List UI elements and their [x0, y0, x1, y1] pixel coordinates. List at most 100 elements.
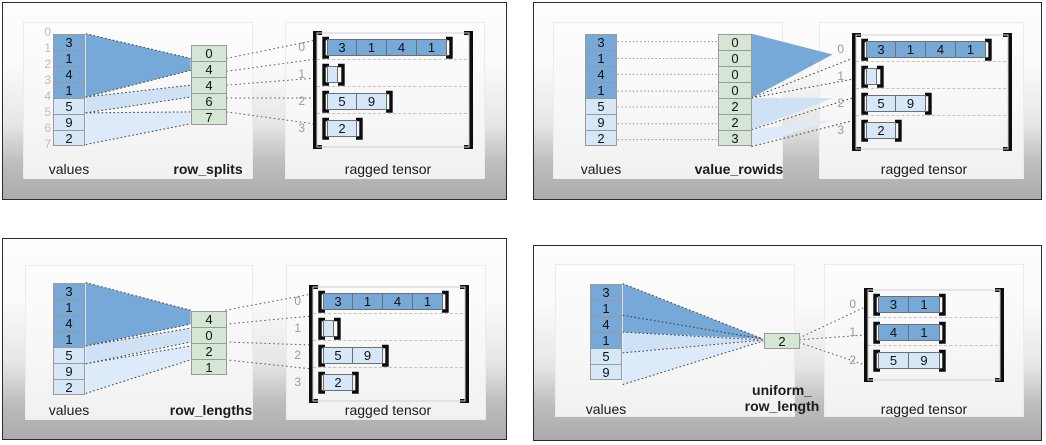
tensor-row-index: 2: [294, 348, 301, 362]
tensor-row-bracket: [861, 38, 992, 61]
tensor-row-bracket: [861, 92, 932, 115]
value-cell: 1: [53, 50, 85, 66]
tensor-empty-cell: [327, 66, 338, 83]
tensor-row: [323, 320, 334, 337]
tensor-row-index: 1: [837, 69, 844, 83]
encoding-cell: 0: [191, 327, 227, 343]
tensor-cell: 5: [878, 352, 909, 369]
tensor-row-bracket: [318, 344, 389, 367]
tensor-cell: 4: [387, 39, 417, 56]
value-cell: 1: [53, 82, 85, 98]
value-cell: 2: [53, 130, 85, 146]
tensor-cell: 1: [413, 293, 443, 310]
encoding-cell: 1: [191, 359, 227, 375]
tensor-row-index: 1: [298, 67, 305, 81]
tensor-row-index: 1: [294, 321, 301, 335]
value-index-2: 2: [44, 57, 51, 71]
tensor-row-bracket: [318, 371, 359, 394]
tensor-row: [866, 68, 877, 85]
tensor-row-bracket: [873, 321, 946, 344]
tensor-row-bracket: [322, 90, 393, 113]
tensor-cell: 9: [357, 93, 387, 110]
tensor-row: 2: [327, 120, 357, 137]
values-label: values: [585, 401, 627, 417]
tensor-cell: 1: [353, 293, 383, 310]
tensor-cell: 1: [896, 41, 926, 58]
tensor-row-bracket: [322, 36, 453, 59]
value-index-0: 0: [44, 25, 51, 39]
value-index-6: 6: [44, 121, 51, 135]
value-cell: 4: [53, 66, 85, 82]
value-cell: 5: [590, 348, 622, 364]
tensor-cell: 1: [956, 41, 986, 58]
tensor-row-separator: [317, 86, 467, 87]
ragged-tensor-label: ragged tensor: [880, 401, 968, 417]
tensor-outer-bracket: [309, 285, 469, 403]
tensor-cell: 5: [323, 347, 353, 364]
tensor-row-bracket: [861, 65, 884, 88]
value-cell: 1: [585, 82, 617, 98]
encoding-cell: 2: [191, 343, 227, 359]
encoding-label-line1: uniform_: [752, 382, 812, 398]
encoding-cell: 2: [718, 98, 752, 114]
value-cell: 3: [590, 284, 622, 300]
tensor-row-bracket: [873, 349, 946, 372]
tensor-cell: 3: [878, 296, 909, 313]
tensor-row-index: 2: [837, 96, 844, 110]
encoding-cell: 0: [718, 66, 752, 82]
tensor-row-separator: [313, 340, 463, 341]
values-label: values: [48, 402, 90, 418]
tensor-row: 2: [323, 374, 353, 391]
value-index-3: 3: [44, 73, 51, 87]
encoding-cell: 3: [718, 130, 752, 146]
tensor-row-separator: [868, 345, 998, 346]
tensor-row-bracket: [322, 117, 363, 140]
value-cell: 9: [585, 114, 617, 130]
tensor-outer-bracket: [852, 33, 1012, 151]
tensor-cell: 4: [926, 41, 956, 58]
encoding-cell: 6: [191, 93, 227, 109]
encoding-cell: 0: [718, 82, 752, 98]
value-cell: 2: [585, 130, 617, 146]
tensor-cell: 9: [909, 352, 940, 369]
tensor-cell: 3: [866, 41, 896, 58]
tensor-row-index: 2: [849, 353, 856, 367]
tensor-row-index: 3: [298, 121, 305, 135]
encoding-cell: 0: [718, 50, 752, 66]
tensor-cell: 2: [866, 122, 896, 139]
tensor-row-bracket: [318, 317, 341, 340]
values-label: values: [580, 161, 622, 177]
tensor-cell: 9: [353, 347, 383, 364]
encoding-cell: 0: [718, 34, 752, 50]
encoding-label: row_splits: [173, 161, 243, 177]
encoding-cell: 4: [191, 61, 227, 77]
tensor-row-index: 0: [837, 42, 844, 56]
tensor-cell: 1: [909, 296, 940, 313]
tensor-cell: 2: [323, 374, 353, 391]
tensor-empty-cell: [323, 320, 334, 337]
ragged-tensor-label: ragged tensor: [344, 402, 432, 418]
tensor-row-index: 0: [294, 294, 301, 308]
encoding-label: uniform_ row_length: [702, 382, 862, 414]
tensor-cell: 4: [878, 324, 909, 341]
tensor-row-index: 2: [298, 94, 305, 108]
tensor-cell: 9: [896, 95, 926, 112]
value-cell: 1: [585, 50, 617, 66]
uniform-row-length-column: 2: [764, 333, 800, 349]
